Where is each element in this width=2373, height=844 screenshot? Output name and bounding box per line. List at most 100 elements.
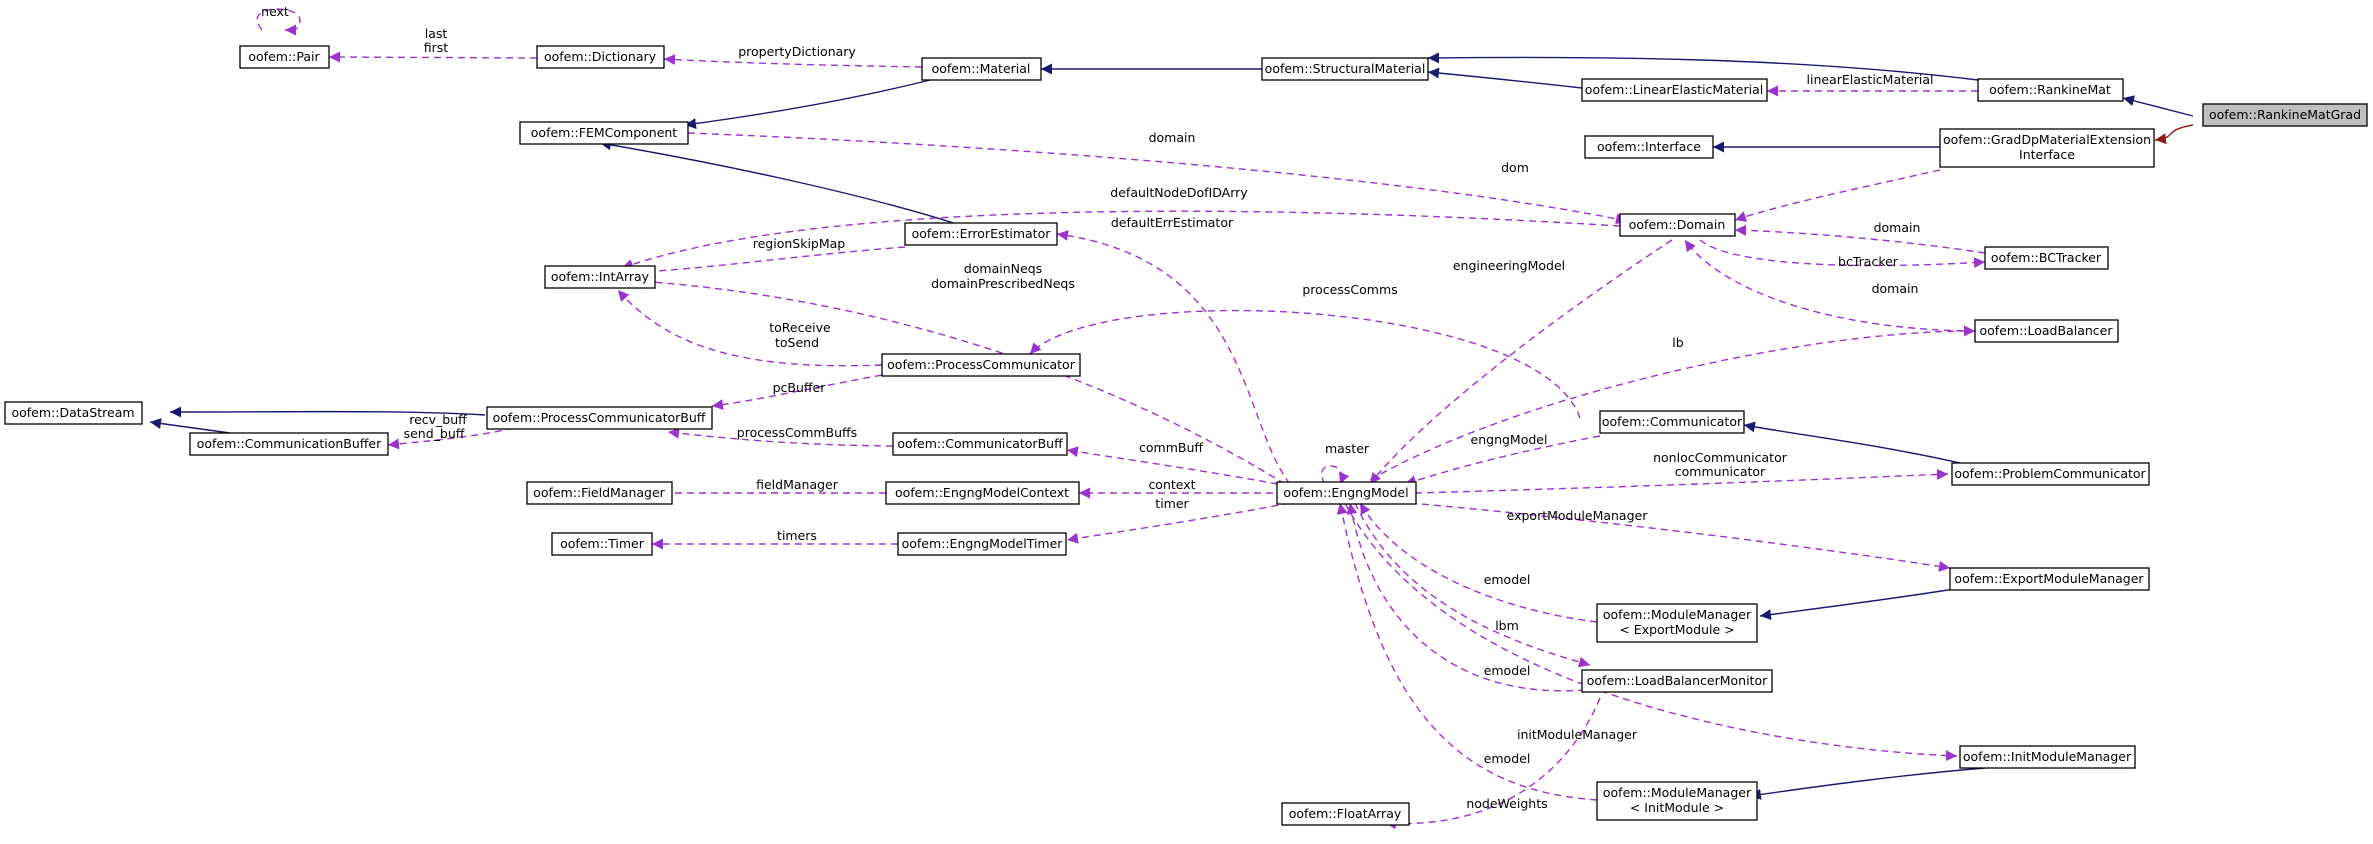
edge-mminit-engngmodel bbox=[1336, 502, 1598, 801]
node-femcomponent[interactable]: oofem::FEMComponent bbox=[519, 121, 689, 145]
node-dictionary[interactable]: oofem::Dictionary bbox=[536, 45, 665, 69]
edge-processcommunicator-intarray bbox=[617, 289, 883, 367]
node-engngmodeltimer[interactable]: oofem::EngngModelTimer bbox=[897, 532, 1067, 556]
node-exportmodulemanager[interactable]: oofem::ExportModuleManager bbox=[1949, 567, 2150, 591]
edge-material-dictionary bbox=[663, 54, 923, 68]
edge-engngmodel-loadbalancer bbox=[1359, 325, 1976, 487]
label-nodeweights: nodeWeights bbox=[1466, 796, 1547, 811]
label-lb: lb bbox=[1672, 335, 1683, 350]
node-processcommunicatorbuff[interactable]: oofem::ProcessCommunicatorBuff bbox=[486, 406, 713, 430]
node-interface[interactable]: oofem::Interface bbox=[1584, 135, 1714, 159]
node-engngmodelcontext[interactable]: oofem::EngngModelContext bbox=[885, 481, 1080, 505]
edge-communicationbuffer-datastream bbox=[149, 418, 231, 434]
node-label: oofem::StructuralMaterial bbox=[1265, 61, 1426, 76]
node-label: oofem::Material bbox=[932, 61, 1031, 76]
node-loadbalancermonitor[interactable]: oofem::LoadBalancerMonitor bbox=[1581, 669, 1773, 693]
label-regionskipmap: regionSkipMap bbox=[753, 236, 846, 251]
label-dom: dom bbox=[1501, 160, 1529, 175]
node-label: oofem::GradDpMaterialExtension bbox=[1943, 132, 2151, 147]
node-rankinematgrad[interactable]: oofem::RankineMatGrad bbox=[2202, 103, 2368, 127]
node-graddpmaterialextensioninterface[interactable]: oofem::GradDpMaterialExtension Interface bbox=[1939, 128, 2155, 168]
edge-communicatorbuff-processcommbuff bbox=[667, 427, 894, 447]
node-loadbalancer[interactable]: oofem::LoadBalancer bbox=[1974, 319, 2119, 343]
node-problemcommunicator[interactable]: oofem::ProblemCommunicator bbox=[1951, 462, 2150, 486]
edge-rankinemat-structuralmaterial bbox=[1427, 52, 1979, 81]
node-communicationbuffer[interactable]: oofem::CommunicationBuffer bbox=[189, 432, 389, 456]
node-label: oofem::BCTracker bbox=[1991, 250, 2102, 265]
node-label: oofem::EngngModelContext bbox=[895, 485, 1069, 500]
label-recv-buff: recv_buff bbox=[409, 412, 467, 427]
edge-processcommunicator-processcommbuff bbox=[711, 374, 883, 411]
node-label: oofem::ExportModuleManager bbox=[1954, 571, 2144, 586]
label-commbuff: commBuff bbox=[1139, 440, 1203, 455]
edge-graddp-domain bbox=[1734, 169, 1941, 222]
node-timer[interactable]: oofem::Timer bbox=[551, 532, 653, 556]
node-label: oofem::RankineMat bbox=[1989, 82, 2111, 97]
node-label: oofem::FEMComponent bbox=[531, 125, 678, 140]
node-material[interactable]: oofem::Material bbox=[921, 57, 1042, 81]
node-pair[interactable]: oofem::Pair bbox=[239, 45, 330, 69]
edge-linearelastic-structuralmaterial bbox=[1427, 67, 1583, 89]
node-label-line2: < InitModule > bbox=[1630, 800, 1724, 815]
edge-rankinematgrad-rankinemat bbox=[2122, 95, 2194, 117]
edge-loadbalancermonitor-floatarray bbox=[1384, 697, 1601, 830]
node-fieldmanager[interactable]: oofem::FieldManager bbox=[526, 481, 673, 505]
node-label: oofem::EngngModelTimer bbox=[902, 536, 1064, 551]
node-label: oofem::DataStream bbox=[11, 405, 134, 420]
node-intarray[interactable]: oofem::IntArray bbox=[544, 265, 656, 289]
edge-labels: next last first propertyDictionary linea… bbox=[261, 4, 1933, 811]
edge-loadbalancer-domain bbox=[1684, 239, 1976, 332]
node-label: oofem::LinearElasticMaterial bbox=[1585, 82, 1763, 97]
node-label: oofem::FloatArray bbox=[1289, 806, 1402, 821]
edge-pair-next bbox=[256, 8, 301, 36]
label-engineeringmodel: engineeringModel bbox=[1453, 258, 1565, 273]
edge-engngmodel-loadbalancermonitor bbox=[1354, 502, 1591, 668]
node-engngmodel[interactable]: oofem::EngngModel bbox=[1276, 481, 1417, 505]
label-domainprescribedneqs: domainPrescribedNeqs bbox=[931, 276, 1075, 291]
node-errorestimator[interactable]: oofem::ErrorEstimator bbox=[904, 222, 1058, 246]
node-label: oofem::RankineMatGrad bbox=[2209, 107, 2361, 122]
node-label: oofem::ProblemCommunicator bbox=[1954, 466, 2146, 481]
node-label: oofem::Communicator bbox=[1602, 414, 1743, 429]
label-tosend: toSend bbox=[775, 335, 819, 350]
label-linearelasticmaterial: linearElasticMaterial bbox=[1807, 72, 1934, 87]
node-communicator[interactable]: oofem::Communicator bbox=[1599, 410, 1745, 434]
node-label-line2: < ExportModule > bbox=[1619, 622, 1734, 637]
node-label: oofem::Pair bbox=[248, 49, 320, 64]
label-defaulterrestimator: defaultErrEstimator bbox=[1111, 215, 1234, 230]
label-initmodulemanager: initModuleManager bbox=[1517, 727, 1638, 742]
node-label: oofem::LoadBalancer bbox=[1980, 323, 2114, 338]
label-next: next bbox=[261, 4, 289, 19]
node-label: oofem::Interface bbox=[1597, 139, 1701, 154]
node-floatarray[interactable]: oofem::FloatArray bbox=[1281, 802, 1410, 826]
node-datastream[interactable]: oofem::DataStream bbox=[4, 401, 143, 425]
node-bctracker[interactable]: oofem::BCTracker bbox=[1984, 246, 2109, 270]
label-domain-fem: domain bbox=[1149, 130, 1196, 145]
node-structuralmaterial[interactable]: oofem::StructuralMaterial bbox=[1261, 57, 1429, 81]
label-domain-lb: domain bbox=[1872, 281, 1919, 296]
node-initmodulemanager[interactable]: oofem::InitModuleManager bbox=[1959, 745, 2136, 769]
label-first: first bbox=[424, 40, 449, 55]
label-last: last bbox=[425, 26, 448, 41]
edge-processcommbuff-datastream bbox=[169, 406, 486, 418]
node-processcommunicator[interactable]: oofem::ProcessCommunicator bbox=[881, 353, 1081, 377]
node-modulemanager-initmodule[interactable]: oofem::ModuleManager < InitModule > bbox=[1596, 781, 1758, 821]
node-linearelasticmaterial[interactable]: oofem::LinearElasticMaterial bbox=[1581, 78, 1768, 102]
node-label: oofem::Timer bbox=[560, 536, 645, 551]
edge-problemcommunicator-communicator bbox=[1743, 421, 1961, 464]
node-label: oofem::FieldManager bbox=[533, 485, 665, 500]
label-send-buff: send_buff bbox=[404, 426, 465, 441]
edge-initmodulemanager-modulemanager bbox=[1749, 767, 1986, 800]
node-communicatorbuff[interactable]: oofem::CommunicatorBuff bbox=[892, 432, 1068, 456]
edge-engngmodel-exportmodulemanager bbox=[1409, 502, 1951, 572]
node-domain[interactable]: oofem::Domain bbox=[1619, 213, 1736, 237]
edge-engngmodel-intarray bbox=[621, 275, 1286, 485]
edge-communicator-engngmodel bbox=[1404, 435, 1601, 486]
nodes: oofem::RankineMatGrad oofem::RankineMat … bbox=[4, 45, 2368, 826]
node-rankinemat[interactable]: oofem::RankineMat bbox=[1977, 78, 2124, 102]
edge-rankinematgrad-graddp bbox=[2154, 124, 2194, 145]
label-communicator: communicator bbox=[1675, 464, 1766, 479]
node-modulemanager-exportmodule[interactable]: oofem::ModuleManager < ExportModule > bbox=[1596, 603, 1758, 643]
node-label: oofem::LoadBalancerMonitor bbox=[1587, 673, 1768, 688]
